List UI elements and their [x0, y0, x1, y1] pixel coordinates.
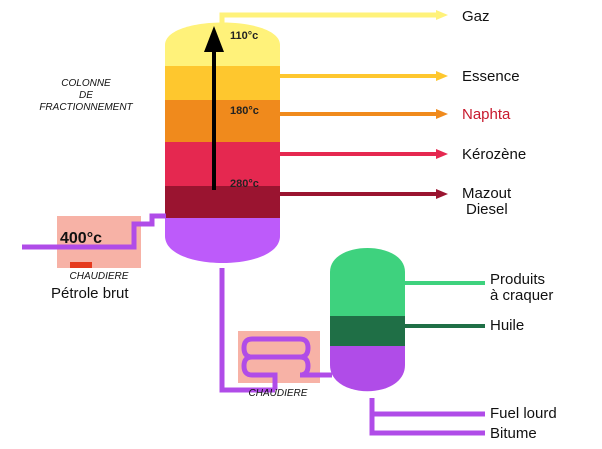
- output-kerozene: Kérozène: [462, 146, 527, 163]
- furnace-1-coil: [22, 213, 166, 250]
- residue-transfer-pipe: [219, 268, 275, 393]
- mazout-arrow-tip: [436, 189, 448, 199]
- main-column: [165, 22, 280, 263]
- naphta-arrow-tip: [436, 109, 448, 119]
- crude-input-label: Pétrole brut: [51, 285, 129, 302]
- column-mazout-section: [165, 186, 280, 218]
- column2-bottom-section: [330, 346, 405, 392]
- output-a-craquer: à craquer: [490, 287, 554, 304]
- output-naphta: Naphta: [462, 106, 511, 123]
- second-column: [330, 248, 405, 392]
- output-gaz: Gaz: [462, 8, 490, 25]
- column2-top-section: [330, 248, 405, 318]
- furnace-1-label: CHAUDIERE: [69, 271, 129, 282]
- bitume-pipe: [369, 410, 485, 436]
- output-produits: Produits: [490, 271, 546, 288]
- chaudiere-1: [22, 213, 166, 268]
- temp-mid: 180°c: [230, 105, 259, 117]
- column-essence-section: [165, 66, 280, 100]
- kero-arrow-tip: [436, 149, 448, 159]
- output-mazout: Mazout: [462, 185, 512, 202]
- temp-top: 110°c: [230, 30, 259, 42]
- gaz-pipe: [219, 12, 438, 24]
- column-kero-section: [165, 142, 280, 186]
- gaz-arrow-tip: [436, 10, 448, 20]
- fuel-pipe: [369, 398, 485, 417]
- column-gas-section: [165, 22, 280, 66]
- column-title: COLONNE DE FRACTIONNEMENT: [6, 78, 166, 114]
- furnace-2-label: CHAUDIERE: [248, 388, 308, 399]
- output-essence: Essence: [462, 68, 520, 85]
- output-huile: Huile: [490, 317, 525, 334]
- furnace-1-flame: [70, 262, 92, 268]
- vapour-arrow: [204, 26, 224, 190]
- column-naphta-section: [165, 100, 280, 142]
- output-bitume: Bitume: [490, 425, 537, 442]
- furnace-1-box: [57, 216, 141, 268]
- column2-huile-section: [330, 316, 405, 346]
- output-diesel: Diesel: [466, 201, 508, 218]
- second-column-output-pipes: [369, 281, 485, 436]
- column-title-line-1: COLONNE: [61, 78, 111, 89]
- output-fuel-lourd: Fuel lourd: [490, 405, 557, 422]
- column-title-line-2: DE: [79, 90, 93, 101]
- column-residue-section: [165, 218, 280, 263]
- chaudiere-2: [238, 331, 332, 390]
- main-column-output-pipes: [219, 10, 448, 199]
- essence-arrow-tip: [436, 71, 448, 81]
- column-title-line-3: FRACTIONNEMENT: [39, 102, 133, 113]
- temp-bottom: 280°c: [230, 178, 259, 190]
- furnace-1-temp: 400°c: [60, 230, 102, 247]
- furnace-2-coil: [241, 336, 332, 390]
